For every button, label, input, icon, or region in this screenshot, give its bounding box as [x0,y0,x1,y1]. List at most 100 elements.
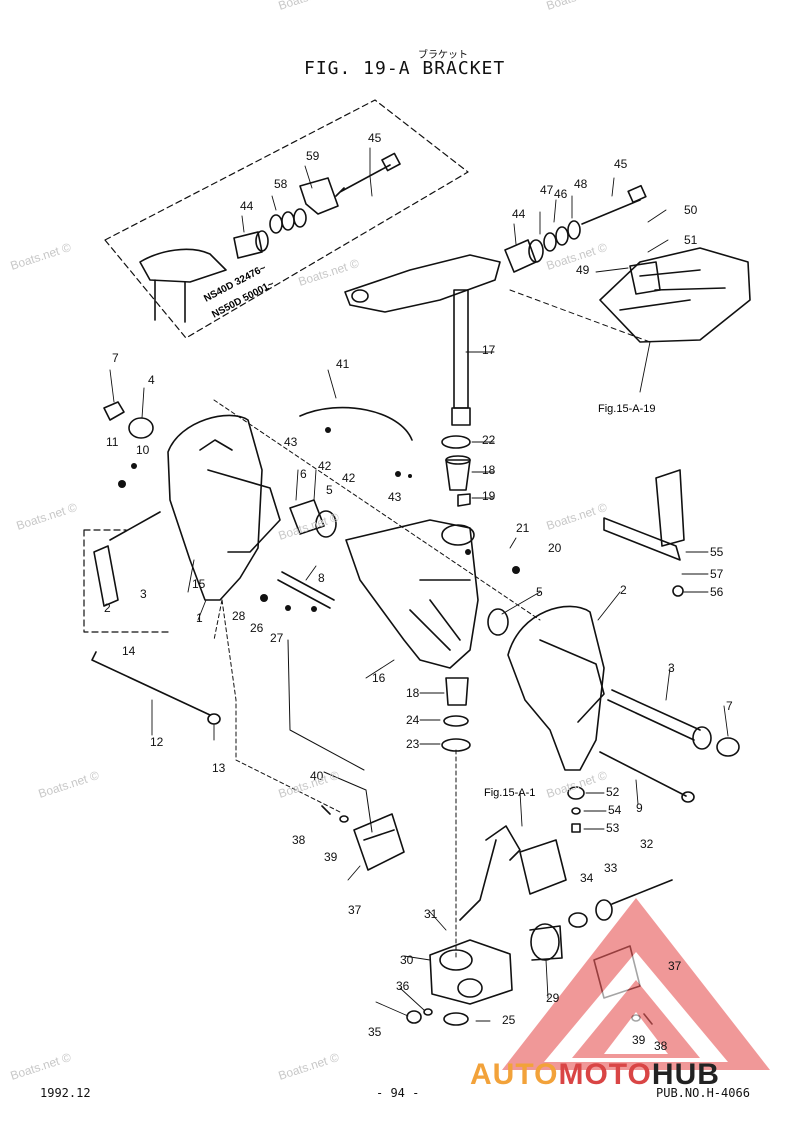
lower-mount-shape [429,939,513,1005]
callout-32: 32 [640,837,654,851]
callout-18: 18 [482,463,496,477]
callout-45: 45 [614,157,628,171]
callout-38: 38 [292,833,306,847]
callout-42: 42 [318,459,332,473]
callout-55: 55 [710,545,724,559]
callout-9: 9 [636,801,643,815]
callout-20: 20 [548,541,562,555]
left-clamp-bracket-shape [167,414,263,601]
callout-3: 3 [668,661,675,675]
figure-reference: Fig.15-A-19 [598,403,655,415]
callout-19: 19 [482,489,496,503]
callout-37: 37 [348,903,362,917]
callout-36: 36 [396,979,410,993]
callout-15: 15 [192,577,206,591]
callout-59: 59 [306,149,320,163]
callout-21: 21 [516,521,530,535]
swivel-bracket-shape [345,519,479,669]
figure-reference: Fig.15-A-1 [484,787,535,799]
callout-23: 23 [406,737,420,751]
callout-7: 7 [726,699,733,713]
callout-52: 52 [606,785,620,799]
callout-40: 40 [310,769,324,783]
callout-29: 29 [546,991,560,1005]
callout-38: 38 [654,1039,668,1053]
callout-42: 42 [342,471,356,485]
callout-41: 41 [336,357,350,371]
watermark: Boats.net © [277,510,341,543]
callout-51: 51 [684,233,698,247]
watermark: Boats.net © [15,500,79,533]
callout-45: 45 [368,131,382,145]
watermark: Boats.net © [9,1050,73,1083]
parts-group-frame [83,529,173,633]
callout-17: 17 [482,343,496,357]
callout-13: 13 [212,761,226,775]
callout-5: 5 [326,483,333,497]
callout-12: 12 [150,735,164,749]
callout-57: 57 [710,567,724,581]
callout-53: 53 [606,821,620,835]
callout-34: 34 [580,871,594,885]
callout-39: 39 [324,850,338,864]
callout-46: 46 [554,187,568,201]
callout-35: 35 [368,1025,382,1039]
callout-48: 48 [574,177,588,191]
callout-47: 47 [540,183,554,197]
footer-pub: PUB.NO.H-4066 [656,1086,750,1100]
callout-labels: 1223345567789101112131415161718181920212… [104,131,733,1053]
figure-title: FIG. 19-A BRACKET [304,58,506,79]
watermark: Boats.net © [277,1050,341,1083]
watermark: Boats.net © [545,500,609,533]
callout-37: 37 [668,959,682,973]
title-kana: ブラケット [418,50,468,61]
callout-5: 5 [536,585,543,599]
callout-3: 3 [140,587,147,601]
callout-44: 44 [240,199,254,213]
footer-date: 1992.12 [40,1086,91,1100]
callout-43: 43 [388,490,402,504]
brand-logo-mark [502,898,770,1070]
callout-56: 56 [710,585,724,599]
callout-14: 14 [122,644,136,658]
callout-22: 22 [482,433,496,447]
callout-11: 11 [106,435,119,449]
watermark: Boats.net © [277,0,341,13]
callout-16: 16 [372,671,386,685]
callout-44: 44 [512,207,526,221]
callout-33: 33 [604,861,618,875]
callout-25: 25 [502,1013,516,1027]
brand-logo: AUTOMOTOHUB [470,1058,720,1091]
callout-2: 2 [104,601,111,615]
callout-2: 2 [620,583,627,597]
right-clamp-bracket-shape [507,605,605,771]
callout-26: 26 [250,621,264,635]
inset-frame [104,99,469,339]
watermark: Boats.net © [9,240,73,273]
callout-7: 7 [112,351,119,365]
footer-page: - 94 - [376,1086,420,1100]
callout-39: 39 [632,1033,646,1047]
watermark: Boats.net © [545,0,609,13]
callout-50: 50 [684,203,698,217]
callout-28: 28 [232,609,246,623]
callout-27: 27 [270,631,284,645]
callout-30: 30 [400,953,414,967]
callout-4: 4 [148,373,155,387]
callout-31: 31 [424,907,438,921]
callout-1: 1 [196,611,203,625]
steering-shaft-shape [453,289,469,409]
callout-8: 8 [318,571,325,585]
callout-6: 6 [300,467,307,481]
callout-58: 58 [274,177,288,191]
callout-54: 54 [608,803,622,817]
callout-10: 10 [136,443,150,457]
callout-18: 18 [406,686,420,700]
watermark: Boats.net © [545,768,609,801]
callout-24: 24 [406,713,420,727]
steering-arm-shape [344,254,501,313]
callout-49: 49 [576,263,590,277]
callout-43: 43 [284,435,298,449]
